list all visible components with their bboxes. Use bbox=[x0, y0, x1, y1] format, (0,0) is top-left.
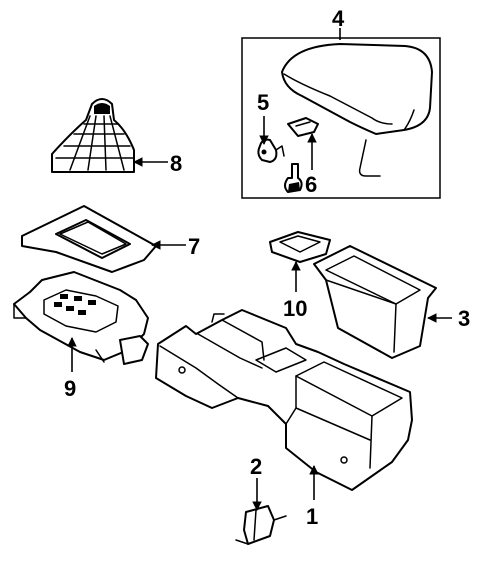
latch[interactable] bbox=[287, 117, 319, 137]
shifter-assembly[interactable] bbox=[13, 271, 149, 365]
armrest-lid[interactable] bbox=[281, 43, 433, 177]
hinge-clip[interactable] bbox=[257, 138, 285, 163]
bracket[interactable] bbox=[235, 505, 287, 545]
callout-3: 3 bbox=[458, 306, 470, 331]
callout-8: 8 bbox=[170, 151, 182, 176]
callout-5: 5 bbox=[257, 90, 269, 115]
storage-bin[interactable] bbox=[313, 245, 437, 359]
callout-9: 9 bbox=[64, 376, 76, 401]
callout-1: 1 bbox=[306, 504, 318, 529]
callout-7: 7 bbox=[188, 234, 200, 259]
callout-2: 2 bbox=[250, 454, 262, 479]
callout-4: 4 bbox=[332, 6, 345, 31]
shift-boot[interactable] bbox=[51, 98, 135, 173]
console-body[interactable] bbox=[155, 309, 413, 491]
shifter-bezel[interactable] bbox=[21, 205, 157, 273]
callout-10: 10 bbox=[283, 296, 307, 321]
armrest-inset-box bbox=[241, 37, 441, 199]
callout-6: 6 bbox=[305, 172, 317, 197]
tray[interactable] bbox=[269, 231, 331, 263]
pin[interactable] bbox=[284, 163, 303, 193]
